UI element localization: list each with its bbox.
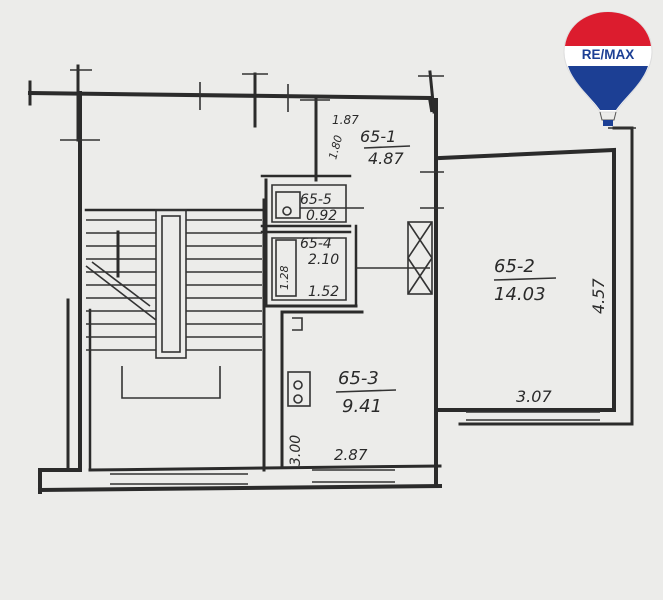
room-65-2-area: 14.03 bbox=[494, 284, 546, 305]
room-65-3-area: 9.41 bbox=[342, 396, 382, 417]
room-65-5-id: 65-5 bbox=[300, 192, 332, 208]
room-65-1-id: 65-1 bbox=[360, 127, 396, 146]
room-65-4-area: 2.10 bbox=[308, 252, 339, 268]
room-labels: 1.87 65-1 4.87 1.80 65-5 0.92 65-4 2.10 … bbox=[278, 113, 608, 466]
stairwell bbox=[85, 209, 262, 399]
room-65-3-height: 3.00 bbox=[288, 435, 304, 466]
room-65-2-width: 3.07 bbox=[516, 387, 552, 406]
room-65-3-width: 2.87 bbox=[334, 446, 368, 464]
door-openings bbox=[407, 221, 433, 295]
remax-wordmark: RE/MAX bbox=[582, 47, 635, 62]
room-65-4-dim: 1.28 bbox=[278, 266, 291, 291]
room-65-2-height: 4.57 bbox=[589, 278, 608, 314]
room-65-4-id: 65-4 bbox=[300, 236, 332, 252]
room-65-1-dim2: 1.80 bbox=[326, 134, 345, 161]
room-65-4-extra-area: 1.52 bbox=[308, 284, 339, 300]
interior-walls bbox=[84, 98, 430, 472]
room-65-1-dim: 1.87 bbox=[332, 113, 359, 127]
room-65-5-area: 0.92 bbox=[306, 208, 337, 224]
remax-logo: RE/MAX bbox=[563, 11, 653, 126]
room-65-1-area: 4.87 bbox=[368, 149, 404, 168]
room-65-2-id: 65-2 bbox=[494, 256, 535, 277]
room-65-3-id: 65-3 bbox=[338, 368, 379, 389]
fixtures bbox=[275, 191, 311, 407]
